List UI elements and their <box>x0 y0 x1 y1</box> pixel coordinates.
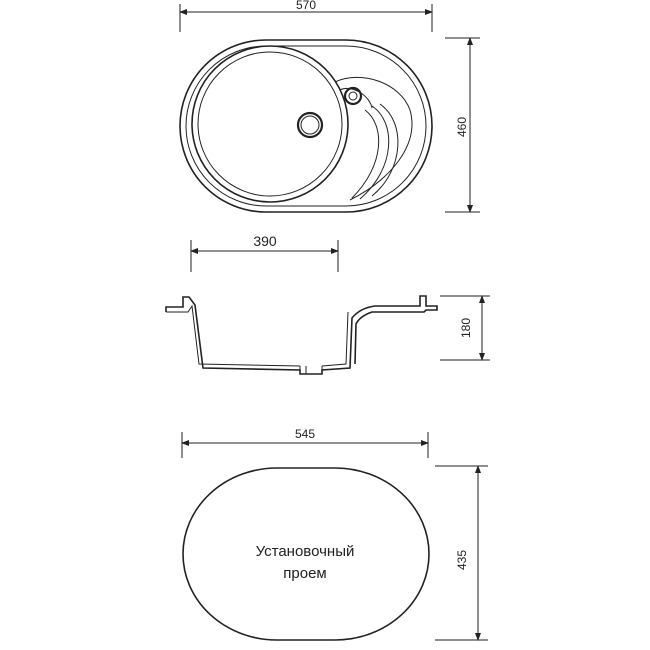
drain-outer <box>296 111 324 139</box>
side-view: 390 180 <box>165 233 490 375</box>
cutout-label-line2: проем <box>283 565 326 582</box>
top-height-dimension: 460 <box>445 37 480 213</box>
bowl-diameter-label: 390 <box>253 233 277 249</box>
top-width-label: 570 <box>296 0 316 12</box>
tap-hole-inner <box>348 91 358 101</box>
top-view: 570 460 <box>179 0 480 213</box>
sink-inner-rim <box>185 45 427 207</box>
cutout-height-dimension: 435 <box>435 465 488 641</box>
drain-inner <box>300 115 320 135</box>
drainboard-wing <box>334 76 413 201</box>
bowl-inner <box>197 51 343 197</box>
bowl-outer <box>191 45 349 203</box>
top-height-label: 460 <box>455 117 469 137</box>
tap-hole-outer <box>343 86 363 106</box>
cutout-width-label: 545 <box>295 427 315 441</box>
depth-label: 180 <box>459 318 473 338</box>
sink-outer-rim <box>179 39 433 213</box>
drainboard-rib-2 <box>359 105 390 200</box>
cutout-label-line1: Установочный <box>256 543 355 560</box>
bowl-diameter-dimension: 390 <box>190 233 339 272</box>
cutout-width-dimension: 545 <box>181 427 429 458</box>
sink-profile-outer <box>165 295 438 375</box>
cutout-height-label: 435 <box>455 550 469 570</box>
sink-profile-inner <box>166 304 349 367</box>
cutout-outline <box>182 467 430 641</box>
drain-outlet <box>299 366 323 374</box>
cutout-view: 545 435 Установочный проем <box>181 427 488 641</box>
drainboard-rib-3 <box>371 103 399 197</box>
top-width-dimension: 570 <box>179 0 433 32</box>
drainboard-rib-1 <box>351 109 380 199</box>
depth-dimension: 180 <box>440 295 490 361</box>
